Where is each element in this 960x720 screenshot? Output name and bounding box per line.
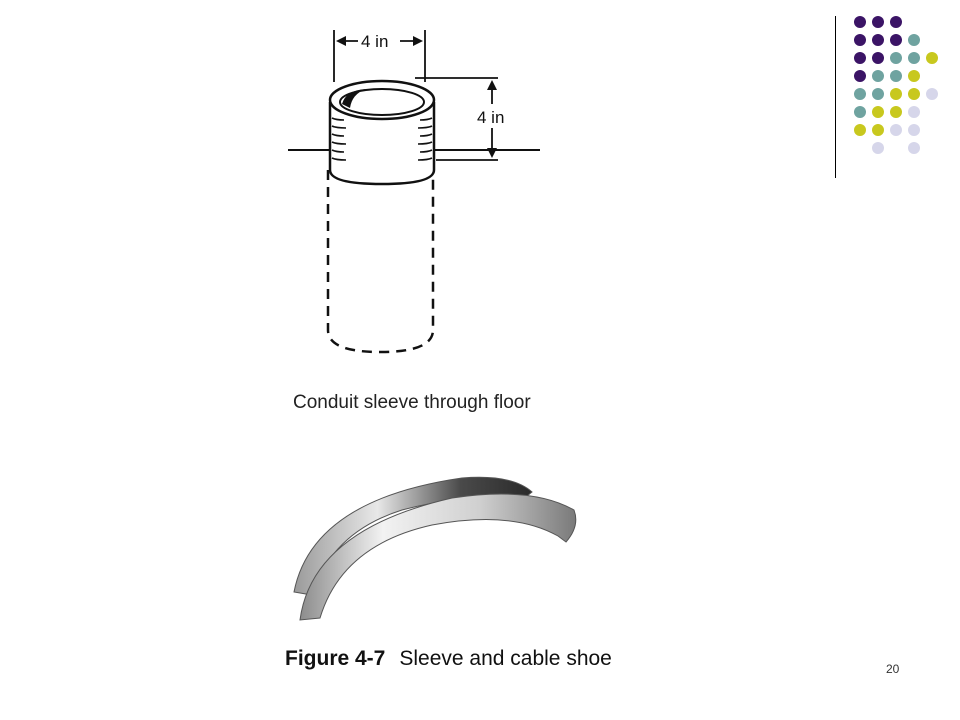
decorative-dot xyxy=(926,52,938,64)
buried-conduit-outline xyxy=(326,170,435,354)
decorative-dot xyxy=(890,124,902,136)
page-number: 20 xyxy=(886,662,900,676)
decorative-dot xyxy=(908,124,920,136)
decorative-dot xyxy=(854,70,866,82)
decorative-dot xyxy=(908,106,920,118)
decorative-dot xyxy=(908,70,920,82)
figure-number: Figure 4-7 xyxy=(285,647,386,670)
decorative-dot xyxy=(908,88,920,100)
decorative-dot xyxy=(890,88,902,100)
figure-caption: Figure 4-7 Sleeve and cable shoe xyxy=(285,647,612,671)
decorative-dot xyxy=(872,124,884,136)
cable-shoe-front-plate xyxy=(299,493,577,621)
sleeve-rim-inner xyxy=(339,88,425,116)
conduit-sleeve-diagram: 4 in 4 in xyxy=(288,30,540,354)
decorative-dot xyxy=(890,52,902,64)
width-label: 4 in xyxy=(361,32,388,51)
decorative-dot xyxy=(854,16,866,28)
decorative-dot xyxy=(872,52,884,64)
divider-line xyxy=(835,16,836,178)
height-label: 4 in xyxy=(477,108,504,127)
decorative-dot xyxy=(890,16,902,28)
decorative-dot xyxy=(854,106,866,118)
height-arrow-top xyxy=(487,80,497,90)
conduit-sleeve-caption: Conduit sleeve through floor xyxy=(293,392,531,413)
sleeve-body xyxy=(328,102,436,186)
sleeve-inner-shadow xyxy=(342,89,366,108)
decorative-dot xyxy=(854,124,866,136)
decorative-dot-grid xyxy=(854,16,938,154)
decorative-dot xyxy=(872,88,884,100)
width-arrow-left xyxy=(336,36,346,46)
figure-title: Sleeve and cable shoe xyxy=(399,647,612,670)
decorative-dot xyxy=(872,16,884,28)
decorative-dot xyxy=(890,70,902,82)
cable-shoe-illustration xyxy=(293,476,577,621)
decorative-dot xyxy=(872,106,884,118)
decorative-dot xyxy=(890,34,902,46)
decorative-dot xyxy=(854,88,866,100)
decorative-dot xyxy=(872,142,884,154)
sleeve-threads xyxy=(331,117,433,161)
decorative-dot xyxy=(926,88,938,100)
width-arrow-right xyxy=(413,36,423,46)
decorative-dot xyxy=(908,52,920,64)
decorative-dot xyxy=(890,106,902,118)
decorative-dot xyxy=(872,70,884,82)
decorative-dot xyxy=(872,34,884,46)
decorative-dot xyxy=(908,34,920,46)
decorative-dot xyxy=(854,52,866,64)
height-arrow-bottom xyxy=(487,148,497,158)
decorative-dot xyxy=(854,34,866,46)
decorative-dot xyxy=(908,142,920,154)
